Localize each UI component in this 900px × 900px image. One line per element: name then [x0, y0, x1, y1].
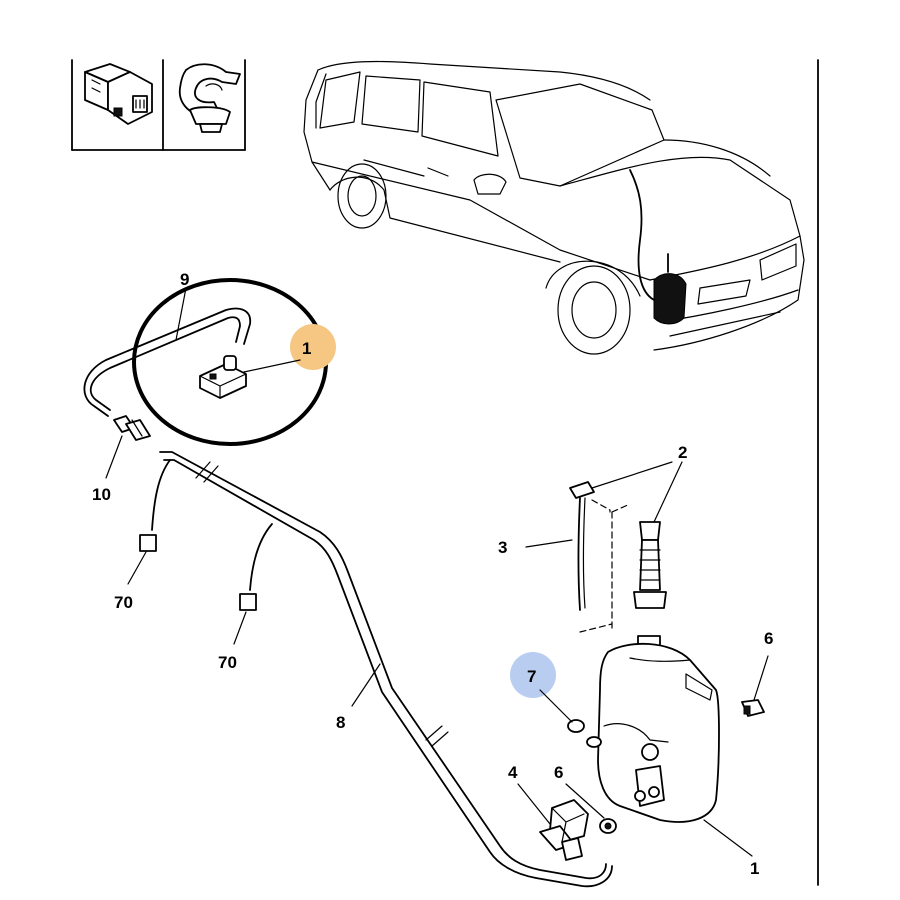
label-dipstick-3: 3	[498, 538, 507, 557]
car-illustration	[303, 60, 805, 355]
electrical-connector-icon	[84, 63, 153, 125]
label-clip-70-right: 70	[218, 653, 237, 672]
label-tank-1: 1	[750, 859, 759, 878]
label-connector-10: 10	[92, 485, 111, 504]
label-grommet-6-top: 6	[764, 629, 773, 648]
connector-10	[113, 415, 151, 441]
inset-panel	[71, 59, 246, 151]
hose-9	[83, 307, 252, 417]
grommet-6-top	[741, 699, 765, 717]
clip-70-right	[239, 523, 273, 611]
washer-pump-4	[539, 799, 589, 861]
highlight-orange	[290, 324, 336, 370]
car-washer-tank	[653, 273, 687, 325]
label-grommet-6-bottom: 6	[554, 763, 563, 782]
nozzle-part	[199, 355, 247, 399]
filler-neck-2	[579, 499, 667, 633]
label-cap-2: 2	[678, 443, 687, 462]
clip-70-left	[139, 459, 171, 552]
label-grommet-7: 7	[527, 667, 536, 686]
leader-lines	[105, 287, 769, 857]
hose-8	[159, 451, 613, 888]
dipstick-3	[569, 481, 595, 611]
label-clip-70-left: 70	[114, 593, 133, 612]
reservoir-tank	[597, 635, 720, 823]
label-pump-4: 4	[508, 763, 518, 782]
grommet-7	[567, 719, 602, 748]
label-hose-8: 8	[336, 713, 345, 732]
hose-clip-icon	[178, 63, 241, 133]
label-nozzle-1: 1	[302, 339, 311, 358]
label-hose-9: 9	[180, 270, 189, 289]
highlight-blue	[510, 652, 556, 698]
grommet-6-bottom	[599, 818, 617, 834]
